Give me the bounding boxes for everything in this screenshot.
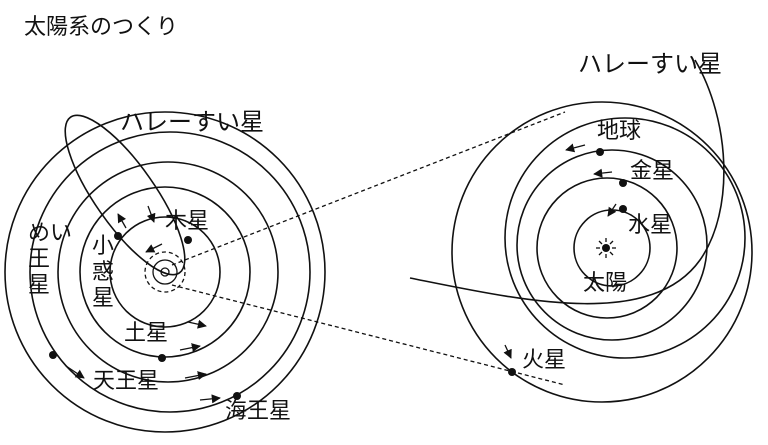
diagram-title: 太陽系のつくり — [24, 15, 178, 40]
comet-label-right: ハレーすい星 — [578, 50, 722, 78]
asteroids-label: 小惑星 — [92, 234, 114, 311]
outer-solar-system: ハレーすい星 木星 土星 天王星 海王星 小惑星 めい王星 — [4, 108, 326, 433]
uranus-label: 天王星 — [93, 369, 159, 394]
venus-label: 金星 — [630, 159, 674, 184]
pluto-label-line: 王 — [28, 247, 50, 272]
asteroids-label-line: 星 — [92, 286, 114, 311]
pluto-label-line: めい — [28, 221, 72, 246]
comet-label-left: ハレーすい星 — [120, 108, 264, 136]
pluto-label-line: 星 — [28, 273, 50, 298]
zoom-line-top — [171, 111, 566, 266]
earth-dot — [596, 148, 604, 156]
inner-region — [152, 259, 178, 285]
pluto-orbit — [4, 111, 326, 433]
halley-path-right — [409, 59, 725, 305]
uranus-arrow — [184, 371, 207, 381]
jupiter-arrow — [145, 243, 163, 253]
saturn-arrow-2 — [179, 343, 201, 353]
inner-solar-system: ハレーすい星 地球 金星 水星 太陽 火星 — [409, 50, 753, 403]
jupiter-label: 木星 — [165, 209, 209, 234]
sun-symbol — [596, 238, 616, 258]
uranus-orbit — [57, 161, 279, 383]
sun-label: 太陽 — [583, 271, 627, 296]
neptune-dot — [233, 392, 241, 400]
earth-label: 地球 — [597, 119, 641, 144]
saturn-label: 土星 — [124, 321, 168, 346]
zoom-line-bottom — [171, 284, 566, 386]
saturn-dot — [158, 354, 166, 362]
mars-dot — [508, 368, 516, 376]
mercury-arrow — [607, 203, 617, 217]
comet-arrow-2 — [146, 205, 156, 223]
mercury-label: 水星 — [628, 213, 672, 238]
earth-orbit — [516, 149, 708, 341]
asteroid-belt — [144, 251, 186, 293]
neptune-label: 海王星 — [225, 399, 291, 424]
saturn-arrow — [187, 319, 207, 329]
mars-arrow — [503, 344, 512, 359]
pluto-label: めい王星 — [28, 221, 72, 298]
earth-arrow — [565, 143, 586, 153]
comet-dot-left — [114, 232, 122, 240]
pluto-dot — [49, 351, 57, 359]
neptune-orbit — [29, 131, 311, 413]
jupiter-dot — [184, 236, 192, 244]
mars-orbit — [504, 117, 746, 359]
comet-arrow-1 — [117, 213, 127, 229]
venus-arrow — [593, 168, 613, 178]
pluto-arrow — [65, 365, 85, 379]
venus-dot — [619, 179, 627, 187]
halley-orbit-left — [64, 114, 186, 276]
mars-label: 火星 — [522, 348, 566, 373]
mercury-dot — [619, 205, 627, 213]
asteroids-label-line: 惑 — [92, 260, 114, 285]
venus-orbit — [536, 177, 678, 319]
jupiter-orbit — [109, 216, 221, 328]
zoom-boundary — [451, 101, 753, 403]
neptune-arrow — [199, 394, 221, 404]
asteroids-label-line: 小 — [92, 234, 114, 259]
